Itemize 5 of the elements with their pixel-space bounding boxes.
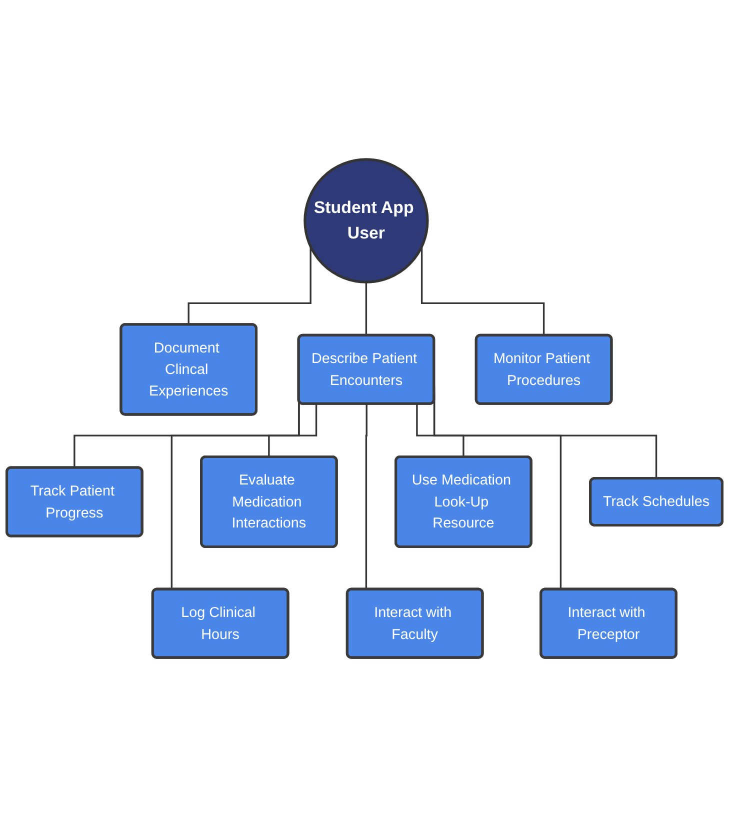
node-circle: Student App User	[304, 158, 429, 284]
connector	[365, 282, 368, 336]
connector	[268, 404, 318, 458]
connector	[420, 246, 546, 336]
connector	[416, 404, 465, 458]
